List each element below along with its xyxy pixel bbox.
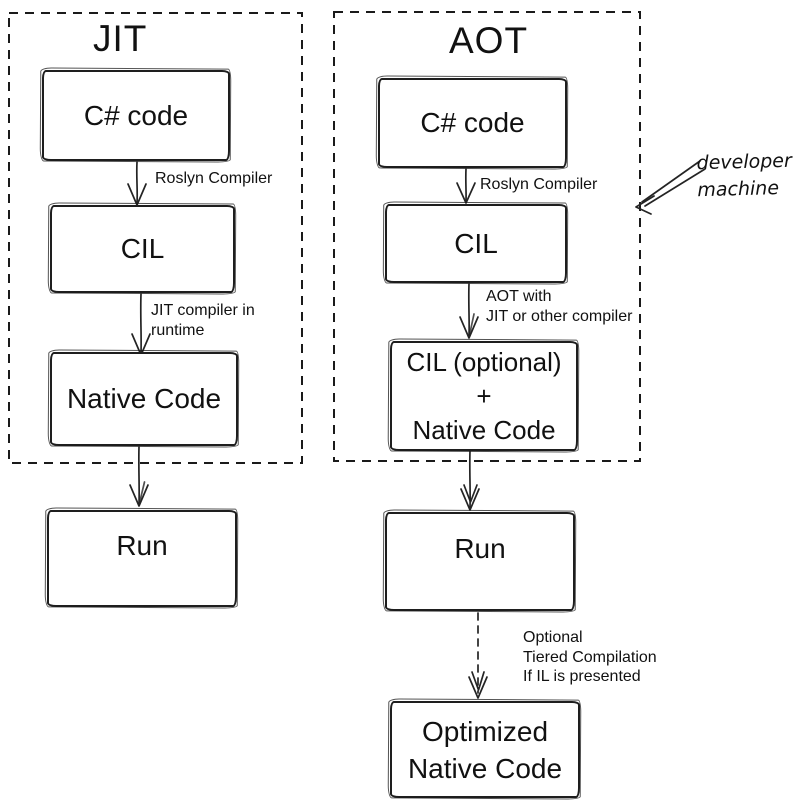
jit-compiler-runtime-label: JIT compiler in runtime	[151, 302, 255, 339]
aot-cil-box: CIL	[385, 204, 567, 283]
jit-csharp-code-box: C# code	[42, 70, 230, 161]
aot-title: AOT	[449, 20, 529, 61]
aot-optional-tiered-label: Optional Tiered Compilation If IL is pre…	[523, 629, 657, 685]
jit-title: JIT	[93, 18, 148, 59]
arrow-aot-cilnative-to-run	[460, 450, 480, 511]
arrow-aot-csharp-to-cil	[456, 168, 476, 204]
arrow-aot-cil-to-cilnative	[459, 283, 479, 339]
aot-run-box: Run	[385, 512, 575, 611]
jit-roslyn-compiler-label: Roslyn Compiler	[155, 170, 273, 187]
aot-csharp-code-box: C# code	[378, 78, 567, 168]
arrow-jit-native-to-run	[129, 446, 149, 507]
aot-frame-border	[333, 11, 641, 462]
arrow-jit-cil-to-native	[131, 293, 151, 356]
arrow-aot-run-to-optimized	[468, 612, 488, 699]
jit-run-box: Run	[47, 510, 237, 607]
jit-native-code-box: Native Code	[50, 352, 238, 446]
aot-roslyn-compiler-label: Roslyn Compiler	[480, 176, 598, 193]
aot-optimized-native-code-box: Optimized Native Code	[390, 701, 580, 798]
jit-frame-border	[8, 12, 303, 464]
arrow-developer-machine	[635, 160, 706, 215]
arrow-jit-csharp-to-cil	[127, 161, 147, 206]
aot-with-compiler-label: AOT with JIT or other compiler	[486, 288, 633, 325]
jit-cil-box: CIL	[50, 205, 235, 293]
developer-machine-annotation: developer machine	[696, 149, 793, 202]
aot-cil-native-code-box: CIL (optional) + Native Code	[390, 341, 578, 451]
